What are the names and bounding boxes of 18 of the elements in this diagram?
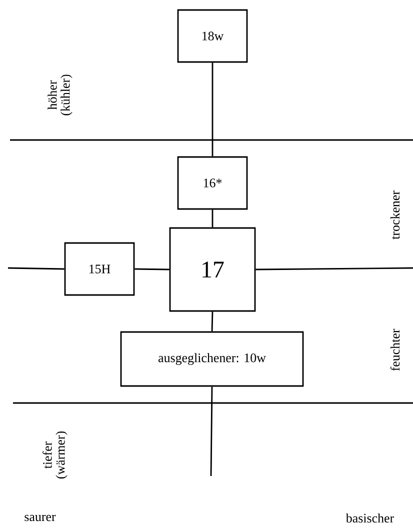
- connector-line: [256, 267, 413, 270]
- axis-label: feuchter: [390, 328, 400, 371]
- connector-line: [134, 268, 170, 270]
- axis-label: basischer: [346, 513, 394, 523]
- connector-line: [211, 312, 214, 332]
- connector-line: [210, 386, 213, 476]
- grade-box: 16*: [177, 156, 248, 210]
- connector-line: [212, 62, 214, 156]
- grade-box: 17: [169, 227, 256, 312]
- axis-label: trockener: [390, 190, 400, 240]
- grade-box: 18w: [177, 9, 248, 63]
- grade-box: 15H: [64, 242, 135, 296]
- axis-label: saurer: [24, 514, 56, 522]
- connector-line: [212, 210, 214, 228]
- grade-box: ausgeglichener: 10w: [120, 331, 304, 387]
- connector-line: [8, 267, 64, 270]
- axis-label: höher (kühler): [48, 74, 72, 116]
- axis-label: tiefer (wärmer): [42, 431, 68, 479]
